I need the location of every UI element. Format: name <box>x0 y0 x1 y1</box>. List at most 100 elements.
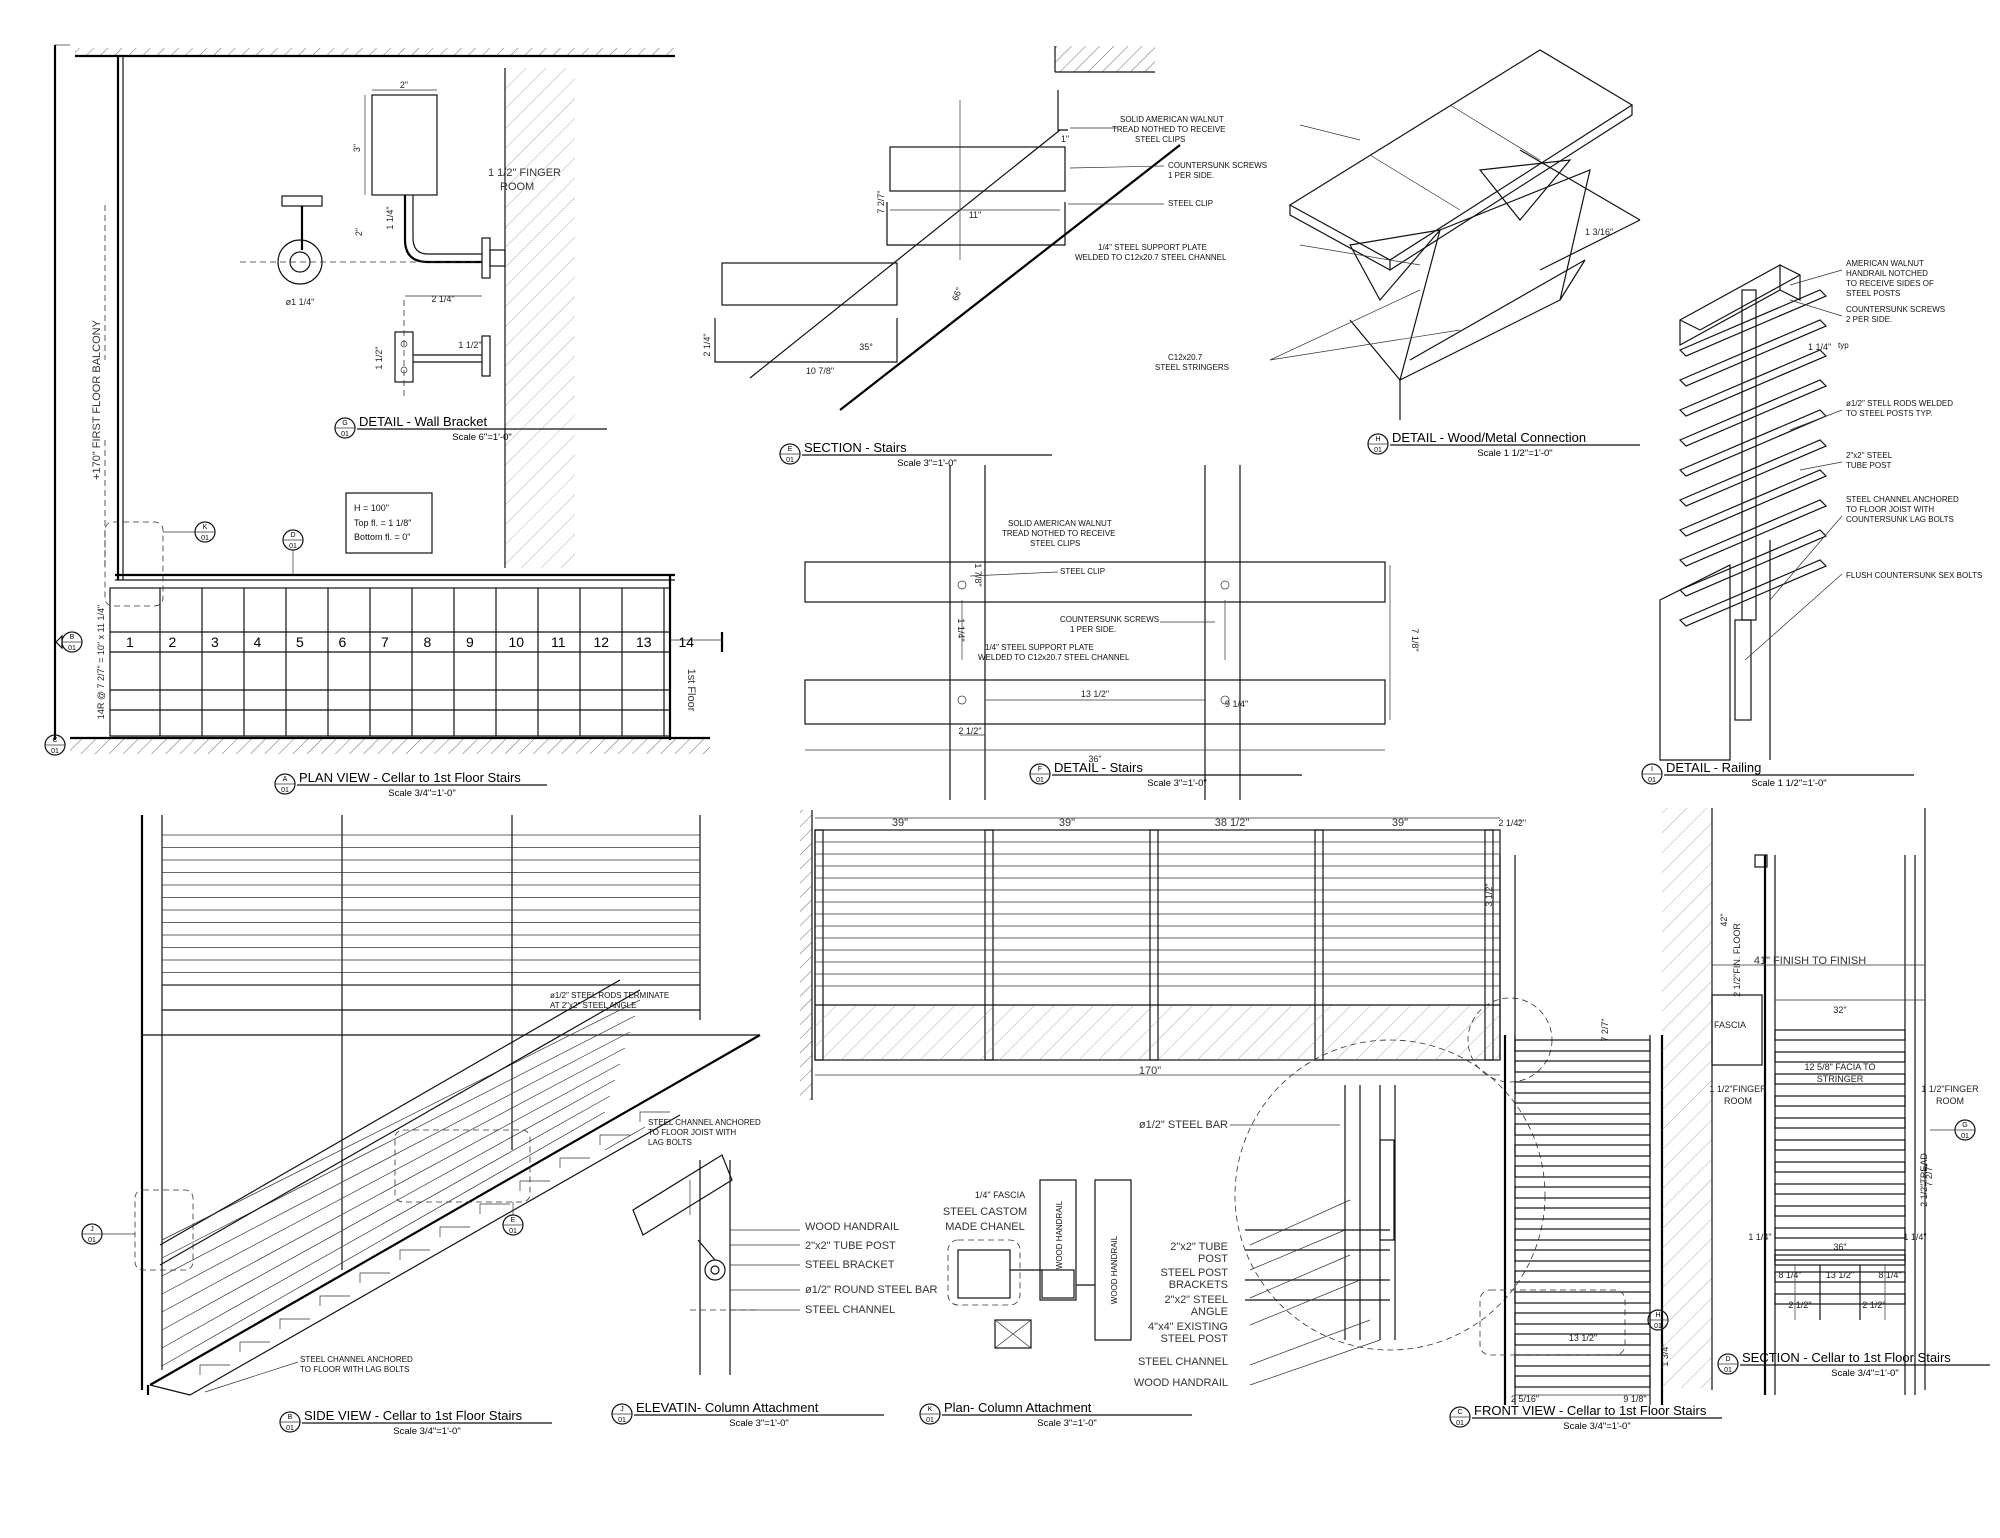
ref-bubble-k[interactable]: K 01 <box>163 521 216 543</box>
front-tread <box>1514 1081 1651 1094</box>
section-dim-run: 10 7/8" <box>806 366 834 376</box>
section-note-clips: STEEL CLIPS <box>1135 135 1185 144</box>
ref-bubble-j-side[interactable]: J 01 <box>81 1223 135 1245</box>
balcony-label: +170" FIRST FLOOR BALCONY <box>91 319 103 480</box>
section-note: 13 1/2" <box>1826 1270 1854 1280</box>
svg-text:01: 01 <box>201 535 209 542</box>
side-step <box>519 1180 550 1191</box>
side-view: ø1/2" STEEL RODS TERMINATE AT 2"x2" STEE… <box>81 815 761 1396</box>
section-note: 2 1/2"TREAD <box>1919 1153 1929 1207</box>
title-bubble: I <box>1651 766 1653 773</box>
detail-stairs: SOLID AMERICAN WALNUT TREAD NOTHED TO RE… <box>804 465 1420 800</box>
floor-label: 1st Floor <box>685 669 697 712</box>
section-note: STRINGER <box>1817 1074 1864 1084</box>
wall-bracket-dim-rod: 1 1/4" <box>385 206 395 229</box>
step-number: 14 <box>679 634 695 650</box>
drawing-title: DETAIL - Railing <box>1666 760 1761 775</box>
section-note: 2 1/2" <box>1862 1300 1885 1310</box>
section-note: ROOM <box>1936 1096 1964 1106</box>
fs-note-plate: 1/4" STEEL SUPPORT PLATE <box>985 643 1094 652</box>
side-note-floor-2: TO FLOOR WITH LAG BOLTS <box>300 1365 410 1374</box>
drawing-title: FRONT VIEW - Cellar to 1st Floor Stairs <box>1474 1403 1707 1418</box>
title-sheet: 01 <box>786 457 794 464</box>
front-dim-left: 2 5/16" <box>1511 1394 1539 1404</box>
ja-note-tube: 2"x2" TUBE POST <box>805 1240 896 1252</box>
elev-top-dim: 39" <box>1392 817 1408 829</box>
svg-text:01: 01 <box>88 1237 96 1244</box>
section-note: 1 1/4" <box>1903 1232 1926 1242</box>
fs-dim-width: 36" <box>1088 754 1101 764</box>
title-bubble: C <box>1457 1409 1462 1416</box>
step-number: 4 <box>254 634 262 650</box>
drawing-scale: Scale 1 1/2"=1'-0" <box>1477 448 1552 459</box>
column-attachment-elevation: WOOD HANDRAIL 2"x2" TUBE POST STEEL BRAC… <box>632 1154 938 1375</box>
section-note: ROOM <box>1724 1096 1752 1106</box>
section-tread <box>1774 1271 1906 1283</box>
section-dim-angle-a: 35° <box>859 342 873 352</box>
ref-bubble-g-section[interactable]: G 01 <box>1930 1119 1976 1141</box>
height-box-line-2: Top fl. = 1 1/8" <box>354 518 411 528</box>
front-tread <box>1514 1249 1651 1262</box>
section-tread <box>1774 1051 1906 1063</box>
wall-bracket-dim-plate-b: 1 1/2" <box>458 340 481 350</box>
finger-room-label-2: ROOM <box>500 181 534 193</box>
front-dim-right: 9 1/8" <box>1623 1394 1646 1404</box>
ja-note-channel: STEEL CHANNEL <box>805 1304 895 1316</box>
front-tread <box>1514 1102 1651 1115</box>
svg-text:D: D <box>290 532 295 539</box>
fs-note-welded: WELDED TO C12x20.7 STEEL CHANNEL <box>978 653 1130 662</box>
svg-text:01: 01 <box>68 645 76 652</box>
fs-note-walnut: SOLID AMERICAN WALNUT <box>1008 519 1112 528</box>
drawing-scale: Scale 3/4"=1'-0" <box>393 1426 460 1437</box>
side-diag-rod <box>161 1015 636 1259</box>
finger-room-label-1: 1 1/2" FINGER <box>488 167 561 179</box>
column-attachment-plan: 1/4" FASCIA STEEL CASTOM MADE CHANEL WOO… <box>943 1179 1132 1349</box>
elev-top-dim: 39" <box>1059 817 1075 829</box>
section-dim-angle-b: 66° <box>950 285 964 302</box>
section-note: 2 1/2" <box>1788 1300 1811 1310</box>
title-bubble: B <box>288 1414 293 1421</box>
section-tread <box>1774 1293 1906 1305</box>
side-diag-rod <box>161 1111 606 1367</box>
front-tread <box>1514 1333 1651 1346</box>
title-sheet: 01 <box>286 1425 294 1432</box>
front-callout: 4"x4" EXISTING <box>1148 1321 1228 1333</box>
section-tread <box>1774 1139 1906 1151</box>
title-sheet: 01 <box>341 431 349 438</box>
ka-note-steel: STEEL CASTOM <box>943 1206 1027 1218</box>
title-bubble: G <box>342 420 347 427</box>
title-sheet: 01 <box>1648 777 1656 784</box>
elev-base-hatch <box>815 1005 1500 1060</box>
ref-bubble-c[interactable]: C 01 <box>44 734 66 756</box>
section-stairs-ceiling <box>1055 46 1155 72</box>
section-note-per-side: 1 PER SIDE. <box>1168 171 1214 180</box>
section-note: 36" <box>1833 1242 1846 1252</box>
section-note: 7 2/7" <box>1924 1163 1934 1186</box>
drawing-title: PLAN VIEW - Cellar to 1st Floor Stairs <box>299 770 521 785</box>
ref-bubble-e-side[interactable]: E 01 <box>502 1202 524 1236</box>
side-diag-rod <box>161 1063 621 1313</box>
step-number: 1 <box>126 634 134 650</box>
side-step <box>479 1203 510 1214</box>
step-number: 11 <box>551 634 566 650</box>
front-tread <box>1514 1354 1651 1367</box>
ref-bubble-b[interactable]: B 01 <box>55 631 83 653</box>
section-note: 32" <box>1833 1005 1846 1015</box>
section-note: 8 1/4" <box>1778 1270 1801 1280</box>
front-callout: STEEL POST <box>1161 1333 1229 1345</box>
rail-note: COUNTERSUNK LAG BOLTS <box>1846 515 1954 524</box>
section-note: 2 1/2"FIN. FLOOR <box>1732 923 1742 997</box>
ref-bubble-d[interactable]: D 01 <box>282 529 304 575</box>
front-tread <box>1514 1312 1651 1325</box>
front-callout: STEEL CHANNEL <box>1138 1356 1228 1368</box>
drawing-scale: Scale 6"=1'-0" <box>452 432 512 443</box>
rail-note: ø1/2" STELL RODS WELDED <box>1846 399 1953 408</box>
section-note-clip: STEEL CLIP <box>1168 199 1213 208</box>
front-dim-span: 13 1/2" <box>1569 1333 1597 1343</box>
fs-dim-clip-a: 1 7/8" <box>973 563 983 586</box>
